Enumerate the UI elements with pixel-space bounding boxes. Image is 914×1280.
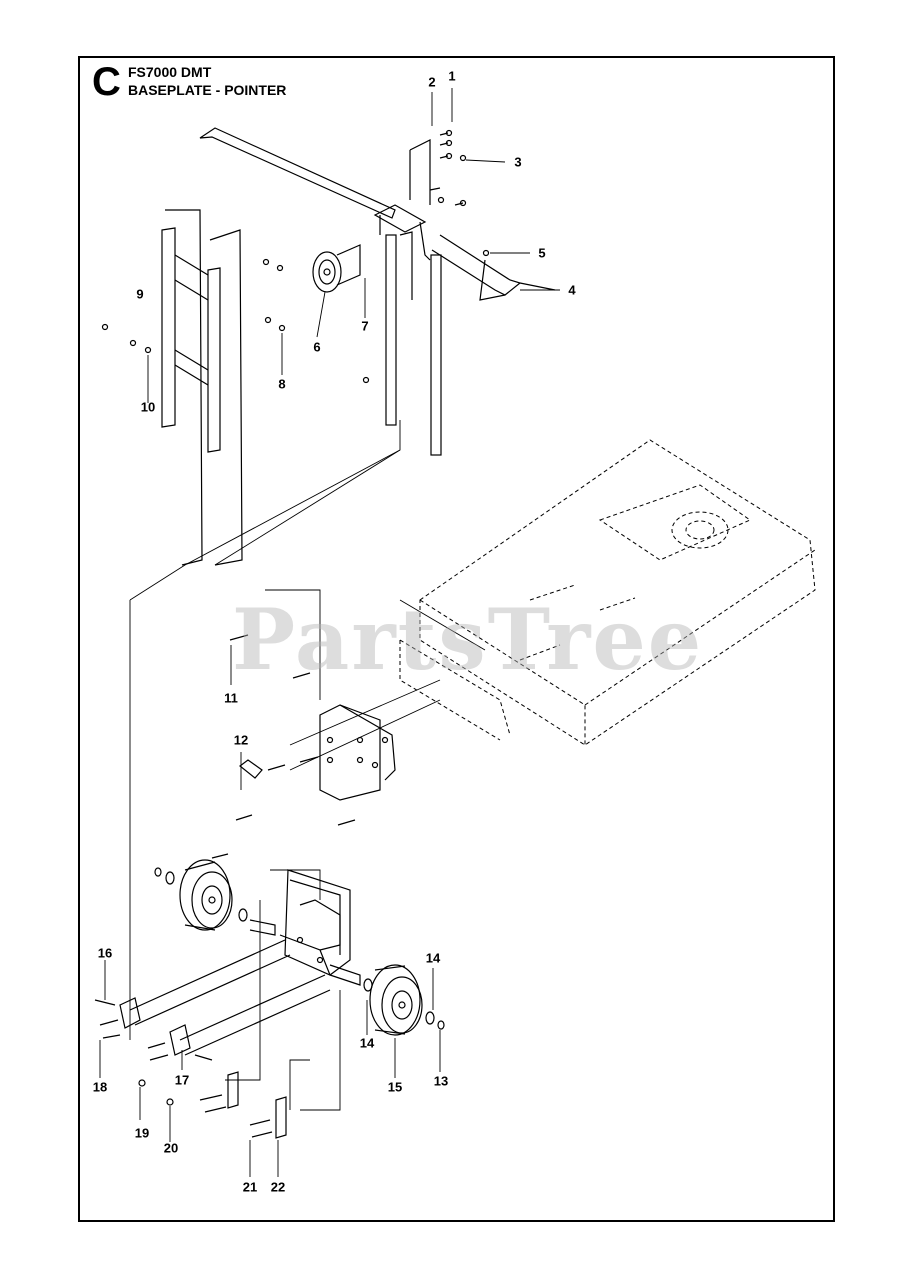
callout-22[interactable]: 22 <box>270 1179 286 1195</box>
callout-12[interactable]: 12 <box>233 732 249 748</box>
callout-6[interactable]: 6 <box>313 339 321 355</box>
model-title: FS7000 DMT <box>128 64 212 80</box>
handle-grip <box>431 234 556 301</box>
callout-10[interactable]: 10 <box>140 399 156 415</box>
axle-rods <box>129 939 331 1056</box>
right-wheel <box>363 964 445 1036</box>
callout-3[interactable]: 3 <box>514 154 522 170</box>
callout-14-lower[interactable]: 14 <box>359 1035 375 1051</box>
callout-20[interactable]: 20 <box>163 1140 179 1156</box>
pulley-wheel <box>312 244 361 293</box>
assembly-guide-lines <box>129 420 486 1111</box>
callout-19[interactable]: 19 <box>134 1125 150 1141</box>
watermark: PartsTree <box>232 590 704 689</box>
callout-21[interactable]: 21 <box>242 1179 258 1195</box>
assembly-subtitle: BASEPLATE - POINTER <box>128 82 287 98</box>
callout-9[interactable]: 9 <box>136 286 144 302</box>
callout-leaders <box>99 88 560 1177</box>
mounting-plate <box>319 704 396 801</box>
callout-8[interactable]: 8 <box>278 376 286 392</box>
left-wheel <box>154 859 276 936</box>
callout-5[interactable]: 5 <box>538 245 546 261</box>
callout-11[interactable]: 11 <box>224 690 238 706</box>
callout-14-upper[interactable]: 14 <box>425 950 441 966</box>
callout-16[interactable]: 16 <box>97 945 113 961</box>
machine-base-outline <box>399 439 816 746</box>
callout-15[interactable]: 15 <box>387 1079 403 1095</box>
callout-2[interactable]: 2 <box>428 74 436 90</box>
callout-13[interactable]: 13 <box>433 1073 449 1089</box>
diagram-frame <box>78 56 835 1222</box>
small-brackets <box>119 759 287 1139</box>
section-letter: C <box>92 60 121 104</box>
callout-7[interactable]: 7 <box>361 318 369 334</box>
upper-handle-frame <box>373 204 442 456</box>
callout-18[interactable]: 18 <box>92 1079 108 1095</box>
wheel-bracket <box>279 869 361 986</box>
callout-17[interactable]: 17 <box>174 1072 190 1088</box>
ladder-frame <box>161 209 243 566</box>
fasteners <box>94 129 490 1138</box>
callout-4[interactable]: 4 <box>568 282 576 298</box>
pointer-rod <box>199 127 431 219</box>
callout-1[interactable]: 1 <box>448 68 456 84</box>
